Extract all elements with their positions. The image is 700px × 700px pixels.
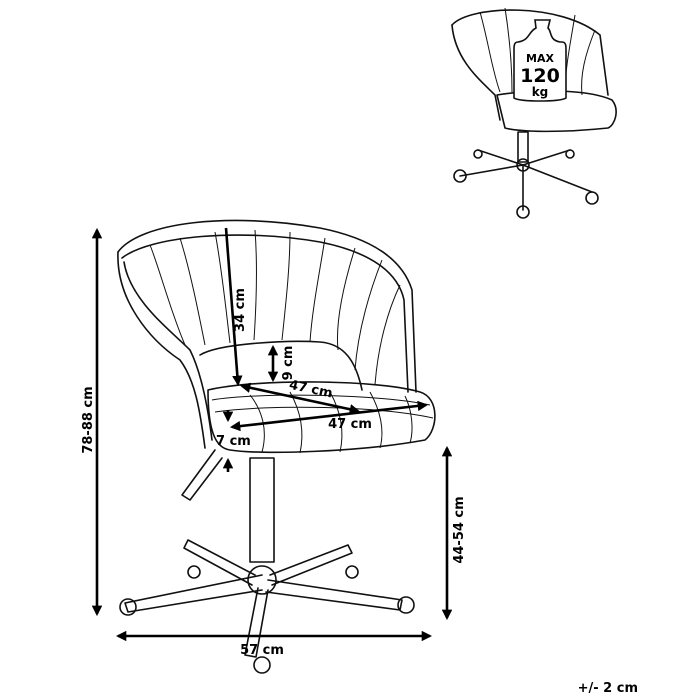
max-load-unit: kg xyxy=(532,85,549,99)
dimension-lines xyxy=(91,227,453,642)
max-label: MAX xyxy=(526,52,554,65)
seat-height-label: 44-54 cm xyxy=(452,496,467,563)
total-height-label: 78-88 cm xyxy=(81,386,96,453)
chair-drawing xyxy=(117,219,436,674)
max-load-value: 120 xyxy=(520,65,560,87)
armrest-height-label: 9 cm xyxy=(281,346,296,381)
total-width-label: 57 cm xyxy=(240,643,284,658)
max-load-thumbnail: MAX 120 kg xyxy=(451,7,617,219)
backrest-height-label: 34 cm xyxy=(233,288,248,332)
seat-thickness-label: 7 cm xyxy=(216,434,251,449)
weight-icon xyxy=(513,19,567,102)
tolerance-label: +/- 2 cm xyxy=(578,681,638,696)
seat-width-label: 47 cm xyxy=(328,417,372,432)
